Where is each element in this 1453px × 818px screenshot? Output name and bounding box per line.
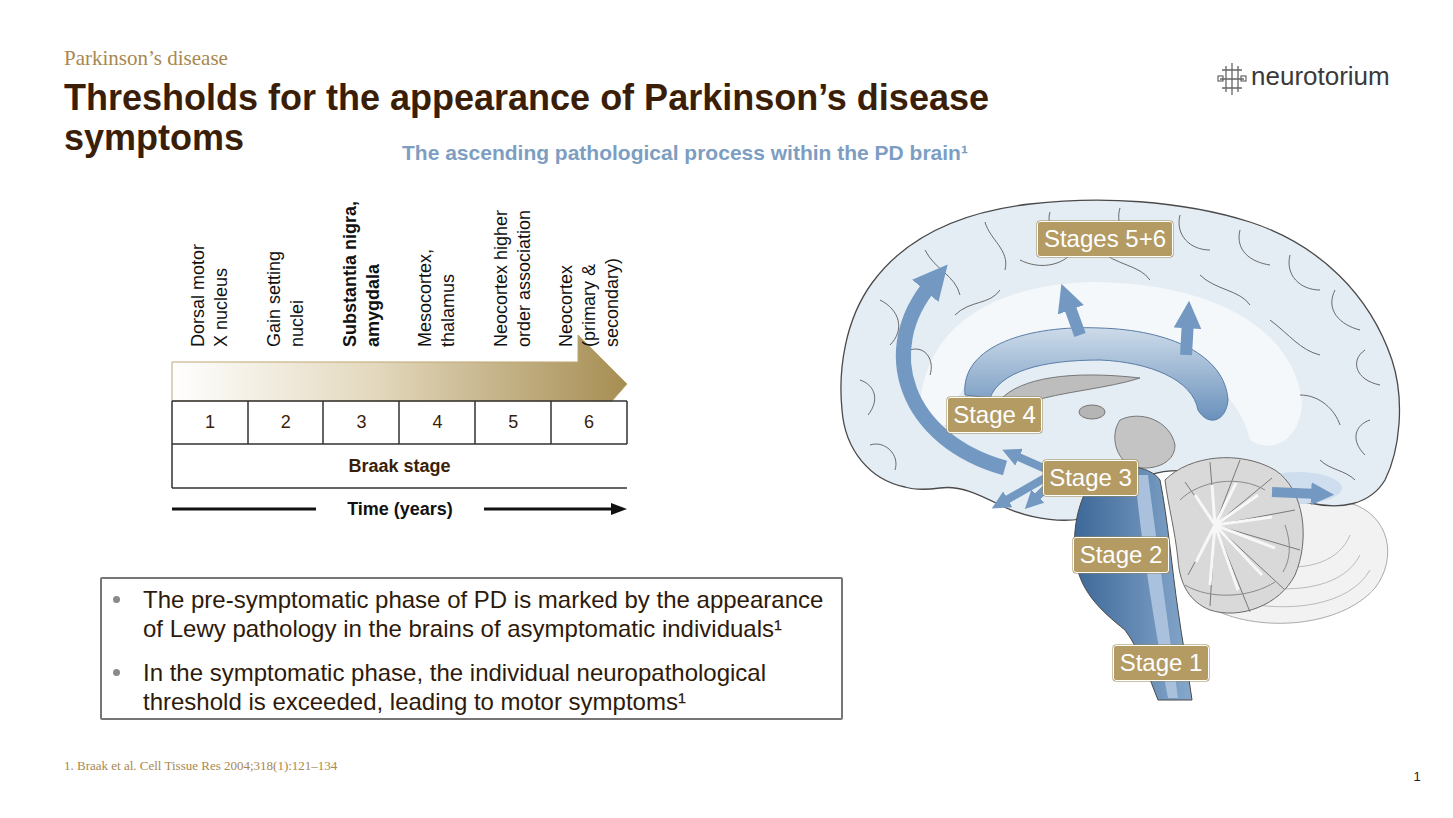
braak-region-label: Gain setting nuclei [263, 227, 309, 347]
stage-tag: Stage 1 [1113, 645, 1209, 681]
gyri-lines [860, 208, 1380, 480]
spread-arrow [1272, 492, 1318, 494]
logo-icon [1218, 63, 1246, 95]
stage-tag: Stage 3 [1043, 460, 1138, 496]
cerebellum [1165, 458, 1303, 613]
cerebrum [841, 200, 1400, 520]
braak-region-label: Dorsal motor X nucleus [187, 237, 233, 347]
table-rule [172, 401, 627, 488]
stage-text: Stage 1 [1120, 649, 1203, 677]
stage-text: Stage 2 [1080, 541, 1163, 569]
bullet-item: The pre-symptomatic phase of PD is marke… [102, 585, 839, 643]
braak-region-label: Neocortex (primary & secondary) [555, 252, 624, 347]
bullet-text: The pre-symptomatic phase of PD is marke… [143, 585, 839, 643]
bullet-dot [113, 596, 120, 603]
bullet-dot [113, 669, 120, 676]
folia-lines [1185, 460, 1300, 612]
logo-square [1241, 76, 1246, 81]
braak-stage-number: 5 [475, 401, 551, 444]
braak-stage-number: 6 [551, 401, 627, 444]
logo-text: neurotorium [1251, 61, 1431, 91]
brain-illustration [841, 200, 1400, 700]
stage-table [172, 401, 627, 488]
spread-arrows [903, 283, 1318, 502]
axis-label: Time (years) [316, 498, 484, 520]
braak-stage-number: 1 [172, 401, 248, 444]
cingulate-region [920, 282, 1302, 446]
section-label: Parkinson’s disease [64, 46, 464, 70]
stage-text: Stage 4 [953, 401, 1036, 429]
braak-stage-number: 4 [400, 401, 476, 444]
logo-square [1218, 76, 1223, 81]
stage-text: Stages 5+6 [1044, 225, 1166, 253]
braak-stage-number: 3 [324, 401, 400, 444]
stage-tag: Stages 5+6 [1037, 221, 1173, 257]
spread-arrow [903, 283, 1005, 468]
bullet-item: In the symptomatic phase, the individual… [102, 658, 839, 716]
arbor-vitae [1195, 483, 1275, 590]
bullet-text: In the symptomatic phase, the individual… [143, 658, 839, 716]
time-arrow-head [611, 503, 627, 515]
spread-arrow [1068, 302, 1080, 335]
commissure [1079, 405, 1105, 419]
braak-stage-number: 2 [248, 401, 324, 444]
braak-region-label: Substantia nigra, amygdala [339, 187, 385, 347]
subtitle: The ascending pathological process withi… [402, 140, 1162, 166]
axis-label: Braak stage [172, 444, 627, 488]
braak-region-label: Mesocortex, thalamus [414, 217, 460, 347]
footnote: 1. Braak et al. Cell Tissue Res 2004;318… [64, 757, 584, 775]
stage-text: Stage 3 [1049, 464, 1132, 492]
table-rule [172, 401, 627, 488]
braak-region-label: Neocortex higher order association [490, 192, 536, 347]
stage-tag: Stage 4 [947, 397, 1042, 433]
page-number: 1 [1407, 768, 1427, 786]
stage-tag: Stage 2 [1073, 537, 1169, 573]
spread-arrow [1186, 320, 1188, 355]
note-box: The pre-symptomatic phase of PD is marke… [100, 577, 843, 720]
folia-lines [1180, 481, 1289, 595]
